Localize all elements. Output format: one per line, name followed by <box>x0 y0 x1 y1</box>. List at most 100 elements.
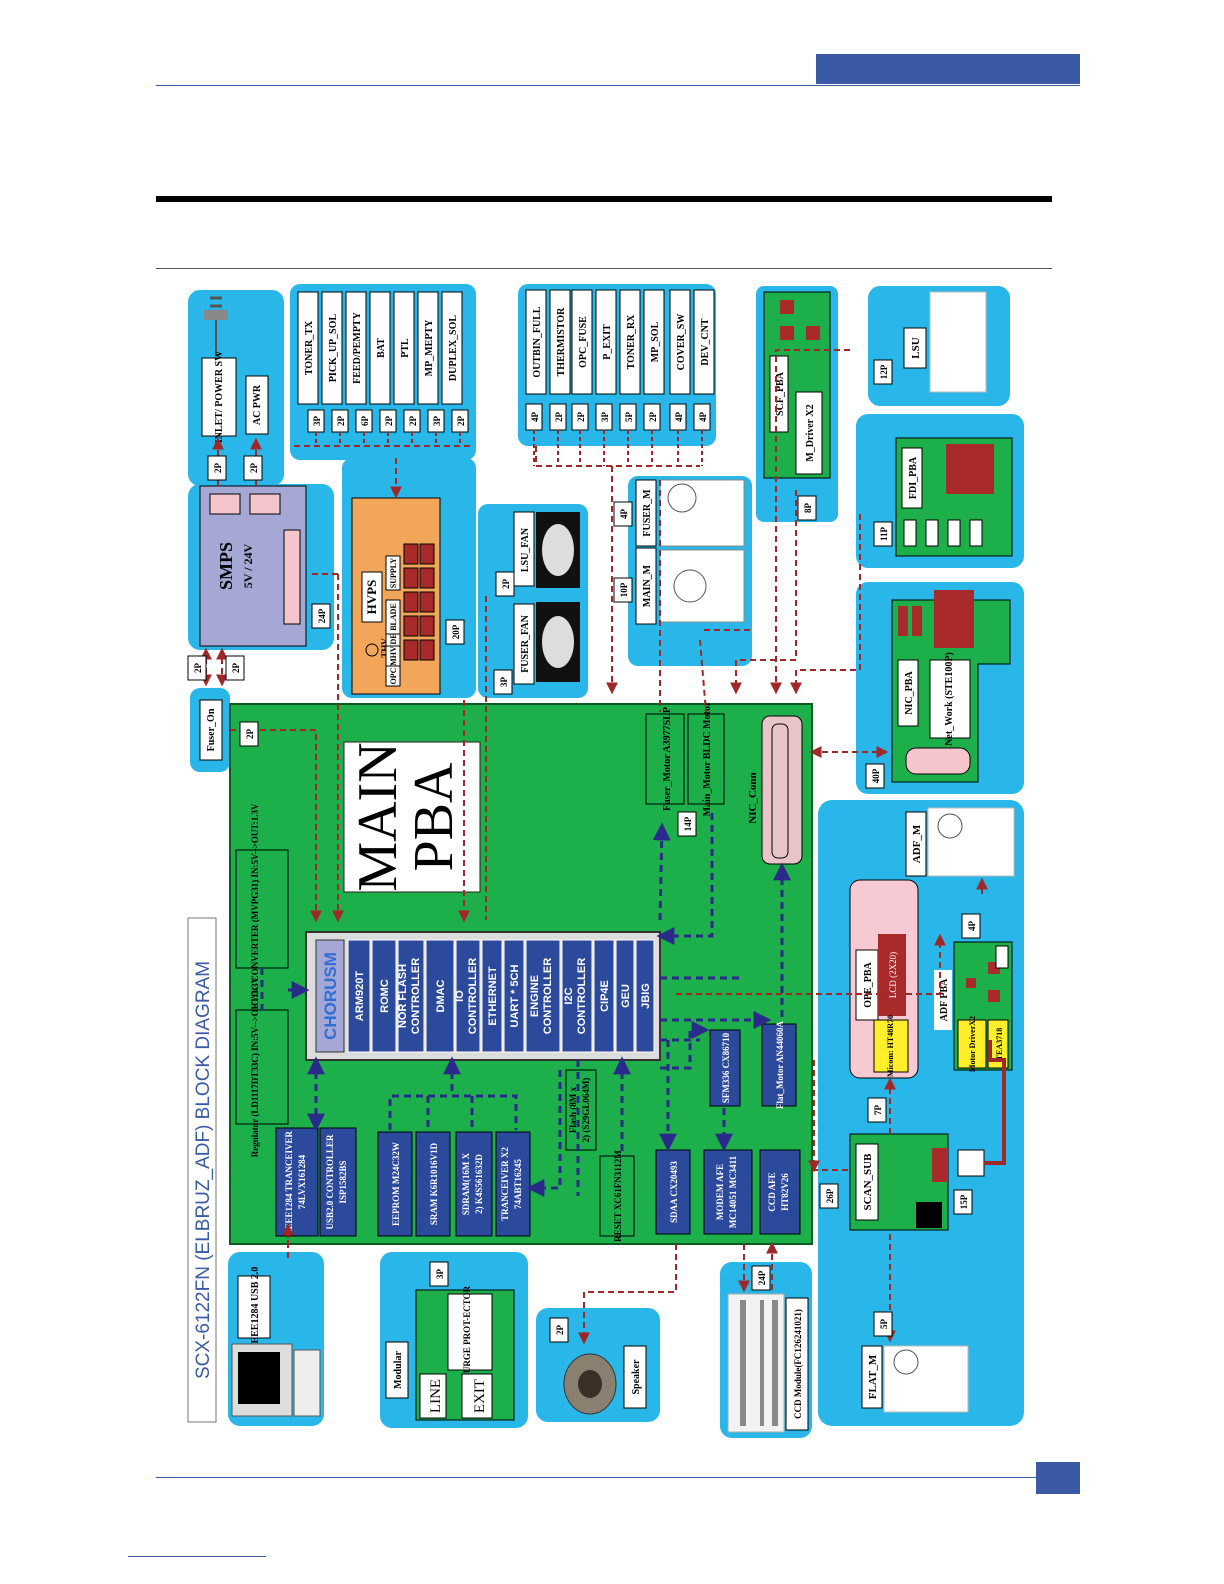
sensor-label: TONER_RX <box>626 314 637 370</box>
pin-tag-p2fo <box>239 721 259 747</box>
sensor-label: DUPLEX_SOL <box>448 315 459 381</box>
sensor-pick-up-sol <box>321 291 343 405</box>
sensor-label: PICK_UP_SOL <box>328 314 339 383</box>
section-rule-thick <box>156 196 1052 202</box>
inlet-power-sw <box>201 357 237 437</box>
exit-jack <box>461 1373 493 1419</box>
hvps-terminal <box>403 543 419 565</box>
pin-label: 2P <box>193 663 203 674</box>
scf-driver: M_Driver X2 <box>805 404 816 461</box>
mid-sensors: OUTBIN_FULL4PTHERMISTOR2POPC_FUSE2PP_EXI… <box>525 289 715 466</box>
sensor-label: COVER_SW <box>676 314 687 371</box>
hvps-label: OPC <box>389 667 398 684</box>
line-text: LINE <box>428 1379 444 1413</box>
hvps-label: BLADE <box>389 603 398 631</box>
main-motor-driver <box>687 713 725 805</box>
exit-text: EXIT <box>472 1379 488 1413</box>
lsu-image <box>929 291 987 393</box>
scan-sub-sensor <box>957 1149 985 1177</box>
adf-driver: Motor DriverX2 <box>968 1016 977 1072</box>
pin-tag-p7 <box>867 1097 887 1123</box>
main-motor-text: Main_Motor BLDC Motor <box>702 701 713 816</box>
reset-chip <box>599 1155 635 1237</box>
pin-tag-p11 <box>873 521 893 547</box>
main-title-line1: MAIN <box>347 742 409 891</box>
pin-label: 2P <box>408 416 418 427</box>
pc-tower-icon <box>293 1349 321 1417</box>
pin-label: 3P <box>312 416 322 427</box>
title-strip <box>187 917 217 1423</box>
main-m <box>635 547 657 625</box>
sensor-label: OPC_FUSE <box>578 316 589 368</box>
pin-label: 2P <box>555 1325 565 1336</box>
sensor-thermistor <box>549 289 571 395</box>
fdi-relay <box>946 444 994 494</box>
smps-part-3 <box>283 529 301 625</box>
nic-sub: Net_Work (STE100P) <box>944 652 955 746</box>
pin-tag-p14 <box>677 811 697 837</box>
chip-label: CCD AFE <box>767 1172 777 1211</box>
adf-m-box <box>905 811 927 877</box>
chip-label: 74ABT16245 <box>513 1159 523 1210</box>
sensor-mp-mepty <box>417 291 439 405</box>
nic-transformer <box>934 590 974 648</box>
chip-block <box>371 939 397 1053</box>
pin-label: 4P <box>698 412 708 423</box>
pin-label: 4P <box>530 412 540 423</box>
modular-label-box <box>385 1341 409 1399</box>
chip-block-label: ARM920T <box>354 971 366 1021</box>
sensor-label: MP_MEPTY <box>424 319 435 376</box>
top-sensors: TONER_TX3PPICK_UP_SOL2PFEED/PEMPTY6PBAT2… <box>297 291 469 446</box>
adf-m-icon <box>937 813 963 839</box>
pin-tag-p15 <box>953 1189 973 1215</box>
chip-block-label: ETHERNET <box>487 966 499 1026</box>
chip-block-label: IO <box>454 990 466 1002</box>
pin-label: 40P <box>871 768 881 783</box>
tranceiver-chip <box>495 1131 531 1237</box>
pc-label-box <box>237 1275 271 1339</box>
pin-label: 12P <box>879 364 889 379</box>
chip-block <box>481 939 503 1053</box>
pin-label: 20P <box>451 624 461 639</box>
pin-label: 11P <box>879 527 889 542</box>
adf-m-image <box>927 807 1015 877</box>
chip-block-label-cont: CONTROLLER <box>542 958 554 1034</box>
adf-tea: TEA3718 <box>995 1028 1004 1060</box>
pin-label: 26P <box>825 1188 835 1203</box>
hvps-title: HVPS <box>364 580 379 615</box>
chip-block <box>593 939 615 1053</box>
sensor-toner-tx <box>297 291 319 405</box>
smps-part-1 <box>209 493 241 515</box>
smps-part-2 <box>249 493 281 515</box>
sensor-label: THERMISTOR <box>556 307 567 376</box>
fuser-on <box>199 699 223 761</box>
ope-lcd <box>878 934 906 1016</box>
hvps-output-blade <box>385 599 401 635</box>
chip-block-label: CIP4E <box>599 980 611 1012</box>
hvps-label: DEV <box>389 627 398 644</box>
regulator-text: Regulator (LD1117DT33C) IN:5V-->OUT:3.3V <box>250 976 260 1157</box>
fuser-fan-label: FUSER_FAN <box>520 614 531 672</box>
hvps-terminal <box>419 615 435 637</box>
pin-label: 2P <box>576 412 586 423</box>
pin-tag-p2spk <box>549 1317 569 1343</box>
flat-m-icon <box>893 1349 919 1375</box>
adf-connector <box>995 945 1009 969</box>
chip-block <box>615 939 635 1053</box>
adf-title: ADF PBA <box>939 978 950 1021</box>
sensor-dev-cnt <box>693 289 715 395</box>
ope-lcd-text: LCD (2X20) <box>888 952 898 998</box>
pin-tag-p2c <box>187 655 207 681</box>
chip-block-label: DMAC <box>435 979 447 1012</box>
hvps-terminal <box>403 567 419 589</box>
sensor-p-exit <box>595 289 617 395</box>
nic-part-1 <box>898 606 908 636</box>
pin-label: 5P <box>879 1319 889 1330</box>
header-bar <box>816 54 1080 84</box>
hvps-terminal <box>403 591 419 613</box>
hvps-title-box <box>361 571 383 623</box>
pin-label: 24P <box>757 1270 767 1285</box>
pin-tag-p12 <box>873 359 893 385</box>
